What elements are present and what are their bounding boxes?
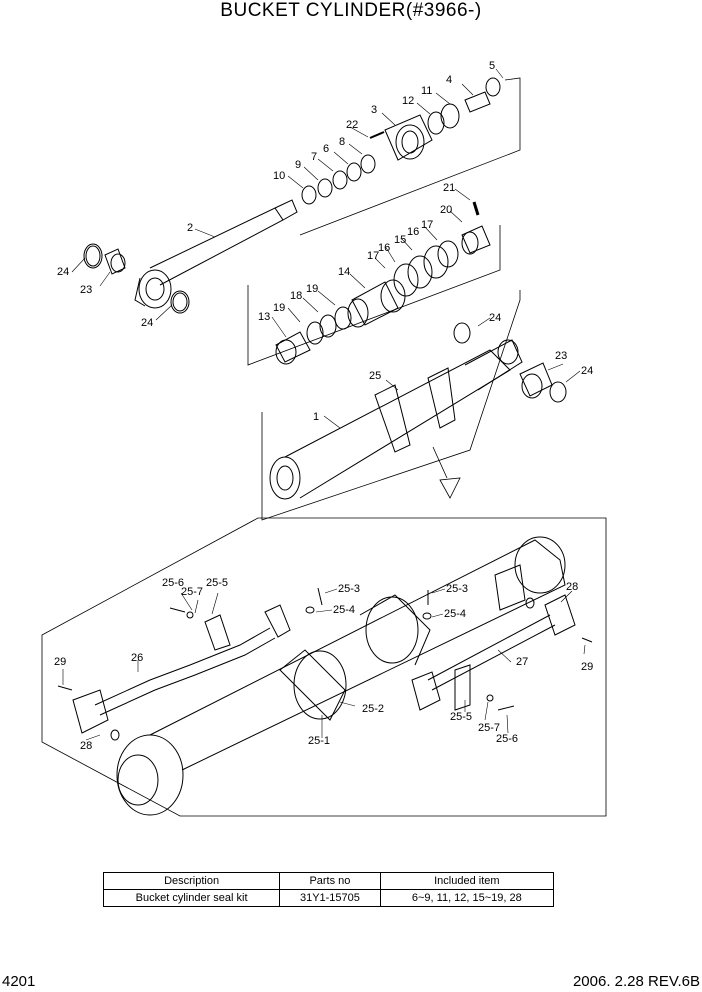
callout-19b: 19 xyxy=(273,302,285,314)
leader-lines xyxy=(62,68,586,741)
callout-29b: 29 xyxy=(581,661,593,673)
callout-25-1: 25-1 xyxy=(308,735,330,747)
callout-24c: 24 xyxy=(489,312,501,324)
page-number: 4201 xyxy=(2,973,36,990)
callout-5: 5 xyxy=(489,60,495,72)
callout-4: 4 xyxy=(446,74,452,86)
callout-labels: 1 2 3 4 5 6 7 8 9 10 11 12 13 14 15 16 1… xyxy=(54,60,593,752)
callout-16b: 16 xyxy=(407,226,419,238)
callout-25-5b: 25-5 xyxy=(450,711,472,723)
callout-10: 10 xyxy=(273,170,285,182)
callout-28a: 28 xyxy=(566,581,578,593)
callout-19a: 19 xyxy=(306,283,318,295)
callout-28b: 28 xyxy=(80,740,92,752)
piston-rod-drawing xyxy=(134,199,298,309)
view-arrow-drawing xyxy=(432,446,461,499)
cell-parts-no: 31Y1-15705 xyxy=(279,889,381,907)
table-row: Bucket cylinder seal kit 31Y1-15705 6~9,… xyxy=(102,889,555,907)
callout-15: 15 xyxy=(394,234,406,246)
callout-16: 16 xyxy=(378,242,390,254)
cell-description: Bucket cylinder seal kit xyxy=(102,889,281,907)
callout-25-6a: 25-6 xyxy=(162,577,184,589)
callout-6: 6 xyxy=(323,143,329,155)
callout-8: 8 xyxy=(339,136,345,148)
callout-22: 22 xyxy=(346,119,358,131)
head-seal-rings-drawing xyxy=(301,77,501,205)
callout-17b: 17 xyxy=(367,250,379,262)
callout-25-7a: 25-7 xyxy=(181,586,203,598)
callout-11: 11 xyxy=(421,85,432,97)
callout-25-6b: 25-6 xyxy=(496,733,518,745)
callout-24d: 24 xyxy=(581,365,593,377)
callout-23a: 23 xyxy=(80,284,92,296)
callout-27: 27 xyxy=(516,656,528,668)
revision-label: 2006. 2.28 REV.6B xyxy=(572,973,700,990)
group-frame-piston xyxy=(247,225,501,366)
detail-frame xyxy=(41,517,607,817)
callout-25-3b: 25-3 xyxy=(446,583,468,595)
callout-13: 13 xyxy=(258,311,270,323)
piston-assembly-drawing xyxy=(275,201,491,365)
callout-20: 20 xyxy=(440,204,452,216)
group-frame-tube xyxy=(261,290,521,521)
callout-21: 21 xyxy=(443,182,455,194)
page-title: BUCKET CYLINDER(#3966-) xyxy=(220,0,482,21)
callout-2: 2 xyxy=(187,222,193,234)
rod-bushing-drawing xyxy=(83,243,190,314)
col-description: Description xyxy=(102,872,281,890)
callout-23b: 23 xyxy=(555,350,567,362)
seal-kit-table: Description Parts no Included item Bucke… xyxy=(102,872,555,907)
callout-25-5a: 25-5 xyxy=(206,577,228,589)
callout-3: 3 xyxy=(371,104,377,116)
cell-included-item: 6~9, 11, 12, 15~19, 28 xyxy=(379,889,555,907)
cylinder-tube-drawing xyxy=(269,322,567,500)
callout-25: 25 xyxy=(369,370,381,382)
group-frame-head xyxy=(299,77,521,236)
callout-24b: 24 xyxy=(141,317,153,329)
callout-7: 7 xyxy=(311,151,317,163)
callout-14: 14 xyxy=(338,266,350,278)
callout-9: 9 xyxy=(295,159,301,171)
callout-26: 26 xyxy=(131,652,143,664)
col-parts-no: Parts no xyxy=(279,872,381,890)
callout-25-3a: 25-3 xyxy=(338,583,360,595)
callout-1: 1 xyxy=(313,411,319,423)
callout-12: 12 xyxy=(402,95,414,107)
callout-25-4a: 25-4 xyxy=(333,604,355,616)
callout-18: 18 xyxy=(290,290,302,302)
callout-29a: 29 xyxy=(54,656,66,668)
detail-tube-drawing xyxy=(57,536,593,816)
callout-25-4b: 25-4 xyxy=(444,608,466,620)
callout-24a: 24 xyxy=(57,266,69,278)
col-included-item: Included item xyxy=(379,872,555,890)
callout-17a: 17 xyxy=(421,219,433,231)
table-header-row: Description Parts no Included item xyxy=(102,872,555,890)
callout-25-7b: 25-7 xyxy=(478,722,500,734)
callout-25-2: 25-2 xyxy=(362,703,384,715)
